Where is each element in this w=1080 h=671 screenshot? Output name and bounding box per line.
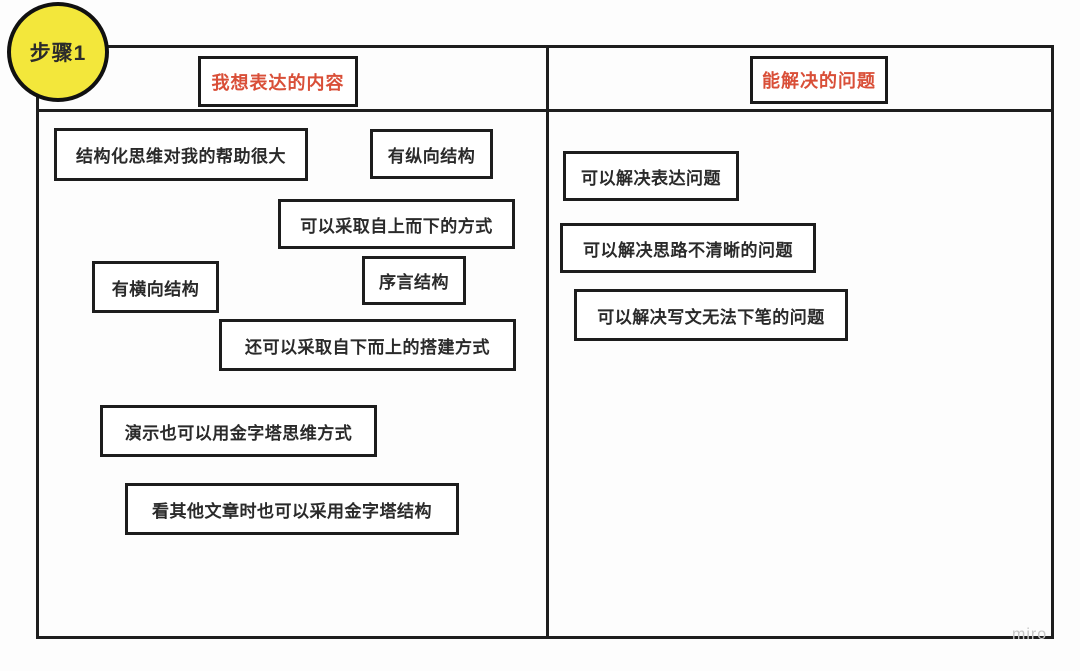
- note-presentation-pyramid[interactable]: 演示也可以用金字塔思维方式: [100, 405, 377, 457]
- column-header-right[interactable]: 能解决的问题: [750, 56, 888, 104]
- note-solve-unclear-thinking[interactable]: 可以解决思路不清晰的问题: [560, 223, 816, 273]
- note-solve-writers-block[interactable]: 可以解决写文无法下笔的问题: [574, 289, 848, 341]
- table-frame: [36, 45, 1054, 639]
- note-bottom-up-approach[interactable]: 还可以采取自下而上的搭建方式: [219, 319, 516, 371]
- note-horizontal-structure[interactable]: 有横向结构: [92, 261, 219, 313]
- note-structured-thinking-helps[interactable]: 结构化思维对我的帮助很大: [54, 128, 308, 181]
- miro-watermark: miro: [1012, 626, 1048, 643]
- note-top-down-approach[interactable]: 可以采取自上而下的方式: [278, 199, 515, 249]
- note-solve-expression[interactable]: 可以解决表达问题: [563, 151, 739, 201]
- note-vertical-structure[interactable]: 有纵向结构: [370, 129, 493, 179]
- note-preface-structure[interactable]: 序言结构: [362, 256, 466, 305]
- note-reading-pyramid[interactable]: 看其他文章时也可以采用金字塔结构: [125, 483, 459, 535]
- header-separator-line: [36, 109, 1054, 112]
- column-divider-line: [546, 45, 549, 639]
- column-header-left[interactable]: 我想表达的内容: [198, 56, 358, 107]
- step-badge[interactable]: 步骤1: [7, 2, 109, 102]
- step-badge-label: 步骤1: [29, 42, 87, 65]
